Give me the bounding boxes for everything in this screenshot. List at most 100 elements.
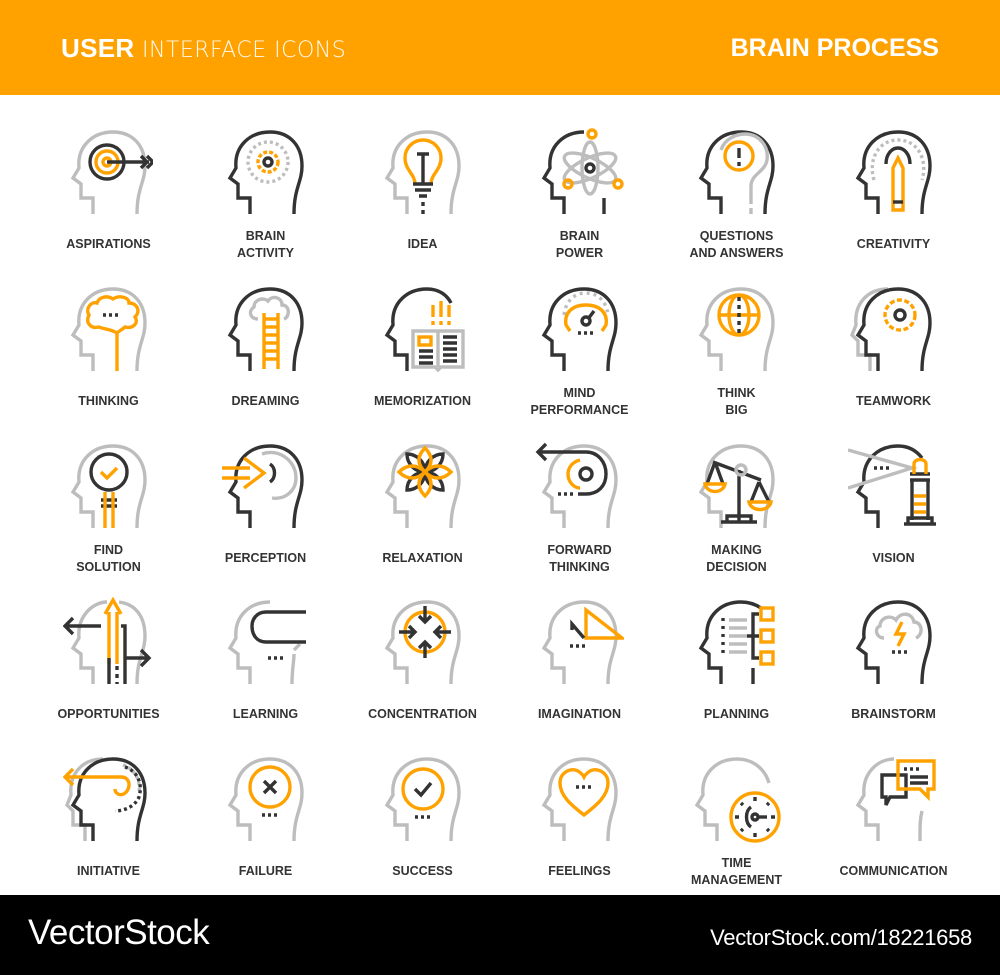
- icon-label: BRAINSTORM: [815, 706, 972, 723]
- icon-tile-memorization: MEMORIZATION: [344, 275, 501, 431]
- footer-reference: VectorStock.com/18221658: [710, 925, 972, 950]
- icon-tile-forward-thinking: FORWARD THINKING: [501, 432, 658, 588]
- icon-label: ASPIRATIONS: [30, 236, 187, 253]
- icon-label: FAILURE: [187, 863, 344, 880]
- icon-label-line: VISION: [872, 551, 915, 565]
- icon-tile-brain-power: BRAIN POWER: [501, 118, 658, 274]
- return-arrow-head-icon: [535, 442, 618, 529]
- icon-label-line: THINK: [717, 386, 756, 400]
- icon-label-line: MAKING: [711, 543, 762, 557]
- gauge-head-icon: [541, 287, 618, 372]
- header-title-bold: USER: [61, 33, 135, 63]
- globe-head-icon: [698, 287, 775, 372]
- icon-label: IDEA: [344, 236, 501, 253]
- icon-tile-feelings: FEELINGS: [501, 745, 658, 901]
- icon-label-line: BRAIN: [245, 229, 286, 243]
- icon-label-line: IDEA: [407, 237, 438, 251]
- header-banner: USER INTERFACE ICONS BRAIN PROCESS: [0, 0, 1000, 95]
- header-title-light: INTERFACE ICONS: [141, 38, 347, 63]
- icon-label: DREAMING: [187, 393, 344, 410]
- icon-label-line: FIND: [93, 543, 124, 557]
- icon-tile-questions-and-answers: QUESTIONS AND ANSWERS: [658, 118, 815, 274]
- icon-label-line: DECISION: [706, 560, 767, 574]
- icon-label-line: BIG: [725, 403, 748, 417]
- icon-label: PERCEPTION: [187, 550, 344, 567]
- icon-tile-thinking: THINKING: [30, 275, 187, 431]
- atom-head-icon: [541, 128, 624, 214]
- icon-tile-opportunities: OPPORTUNITIES: [30, 588, 187, 744]
- chat-bubbles-head-icon: [855, 757, 936, 842]
- icon-label-line: OPPORTUNITIES: [57, 707, 160, 721]
- list-tree-head-icon: [698, 600, 775, 684]
- icon-label-line: SOLUTION: [76, 560, 141, 574]
- icon-tile-think-big: THINK BIG: [658, 275, 815, 431]
- icon-tile-brainstorm: BRAINSTORM: [815, 588, 972, 744]
- icon-label: RELAXATION: [344, 550, 501, 567]
- storm-cloud-head-icon: [855, 600, 932, 685]
- icon-tile-perception: PERCEPTION: [187, 432, 344, 588]
- icon-tile-concentration: CONCENTRATION: [344, 588, 501, 744]
- book-head-icon: [384, 287, 465, 373]
- icon-tile-dreaming: DREAMING: [187, 275, 344, 431]
- icon-label: CONCENTRATION: [344, 706, 501, 723]
- icon-label: LEARNING: [187, 706, 344, 723]
- target-arrow-head-icon: [70, 130, 153, 215]
- icon-tile-aspirations: ASPIRATIONS: [30, 118, 187, 274]
- icon-label-line: FEELINGS: [548, 864, 611, 878]
- icon-label-line: FORWARD: [547, 543, 612, 557]
- icon-label: OPPORTUNITIES: [30, 706, 187, 723]
- header-title: USER INTERFACE ICONS: [61, 33, 346, 64]
- ladder-cloud-head-icon: [227, 287, 304, 372]
- icon-label-line: BRAIN: [559, 229, 600, 243]
- icon-label-line: PLANNING: [703, 707, 770, 721]
- triangle-head-icon: [541, 600, 624, 685]
- icon-label-line: TIME: [721, 856, 752, 870]
- x-circle-head-icon: [227, 757, 304, 842]
- abc-head-icon: [227, 600, 306, 685]
- check-circle-head-icon: [384, 757, 461, 842]
- arrows-directions-head-icon: [63, 596, 152, 685]
- icon-tile-communication: COMMUNICATION: [815, 745, 972, 901]
- icon-label-line: QUESTIONS: [699, 229, 774, 243]
- icon-label-line: DREAMING: [231, 394, 300, 408]
- magnifier-check-head-icon: [70, 444, 147, 529]
- icon-tile-teamwork: TEAMWORK: [815, 275, 972, 431]
- icon-label-line: BRAINSTORM: [851, 707, 936, 721]
- focus-arrows-head-icon: [384, 600, 461, 685]
- icon-label-line: TEAMWORK: [856, 394, 931, 408]
- icon-label-line: PERCEPTION: [224, 551, 307, 565]
- icon-label-line: IMAGINATION: [537, 707, 622, 721]
- icon-label: BRAIN POWER: [501, 228, 658, 262]
- icon-tile-success: SUCCESS: [344, 745, 501, 901]
- icon-tile-initiative: INITIATIVE: [30, 745, 187, 901]
- scales-head-icon: [698, 444, 775, 529]
- two-heads-gear-icon: [850, 287, 932, 372]
- icon-label: QUESTIONS AND ANSWERS: [658, 228, 815, 262]
- icon-label: IMAGINATION: [501, 706, 658, 723]
- icon-label-line: POWER: [555, 246, 604, 260]
- heart-head-icon: [541, 757, 618, 842]
- icon-label-line: AND ANSWERS: [689, 246, 784, 260]
- icon-label: THINKING: [30, 393, 187, 410]
- icon-label-line: MEMORIZATION: [374, 394, 471, 408]
- icon-tile-learning: LEARNING: [187, 588, 344, 744]
- icon-tile-idea: IDEA: [344, 118, 501, 274]
- gear-head-icon: [227, 130, 304, 215]
- icon-label-line: THINKING: [549, 560, 610, 574]
- icon-label-line: LEARNING: [232, 707, 299, 721]
- icon-label: INITIATIVE: [30, 863, 187, 880]
- brain-head-icon: [70, 287, 147, 372]
- icon-label-line: MIND: [563, 386, 596, 400]
- icon-label: MEMORIZATION: [344, 393, 501, 410]
- icon-label: FEELINGS: [501, 863, 658, 880]
- icon-label: SUCCESS: [344, 863, 501, 880]
- icon-label-line: COMMUNICATION: [839, 864, 948, 878]
- lighthouse-head-icon: [848, 444, 936, 528]
- icon-label: FIND SOLUTION: [30, 542, 187, 576]
- clock-head-icon: [694, 757, 781, 843]
- icon-tile-vision: VISION: [815, 432, 972, 588]
